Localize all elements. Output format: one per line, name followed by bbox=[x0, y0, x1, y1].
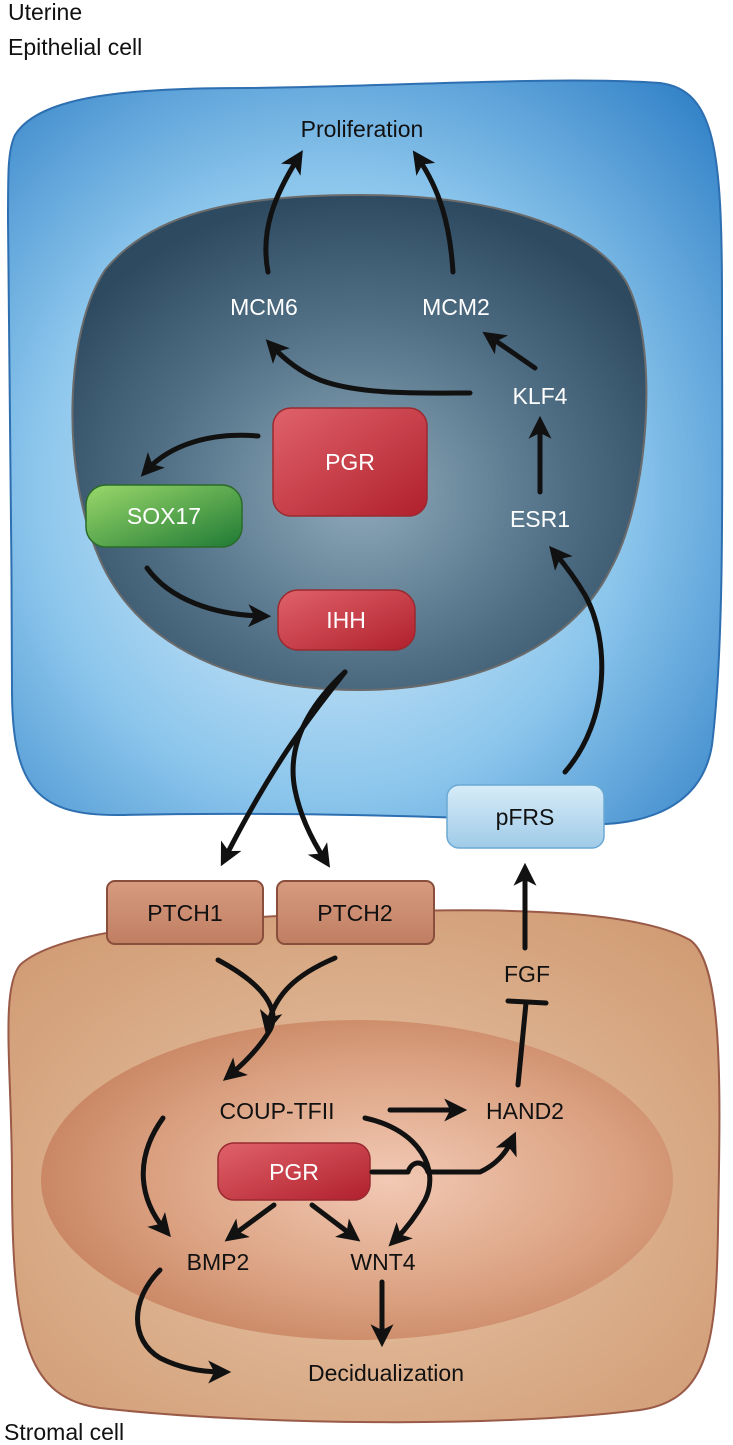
arrow-pfrs-esr1 bbox=[549, 545, 605, 775]
label-esr1: ESR1 bbox=[510, 506, 570, 532]
label-ptch2: PTCH2 bbox=[317, 900, 392, 926]
label-pfrs: pFRS bbox=[496, 804, 555, 830]
arrow-sox17-ihh bbox=[144, 565, 272, 628]
epithelial-cell-title-line2: Epithelial cell bbox=[8, 34, 142, 60]
arrow-pgr-sox17 bbox=[140, 432, 261, 477]
inhibition-bar-fgf bbox=[505, 998, 549, 1006]
label-coup-tfii: COUP-TFII bbox=[220, 1098, 335, 1124]
ihh-box bbox=[277, 589, 416, 651]
arrow-couptfii-wnt4 bbox=[362, 1115, 433, 1247]
label-proliferation: Proliferation bbox=[301, 116, 424, 142]
arrow-bmp2-decidualization bbox=[135, 1267, 232, 1384]
label-sox17: SOX17 bbox=[127, 503, 201, 529]
arrow-mcm2-proliferation bbox=[412, 150, 456, 275]
arrow-mcm6-proliferation bbox=[263, 150, 303, 275]
label-ptch1: PTCH1 bbox=[147, 900, 222, 926]
ptch1-box bbox=[106, 880, 264, 945]
label-pgr-epithelial: PGR bbox=[325, 449, 375, 475]
inhibition-hand2-fgf bbox=[515, 1000, 529, 1088]
arrow-ptch2-couptfii bbox=[259, 955, 338, 1034]
arrow-pgr-bmp2 bbox=[224, 1202, 277, 1242]
ptch2-box bbox=[276, 880, 435, 945]
label-pgr-stromal: PGR bbox=[269, 1159, 319, 1185]
arrow-pgr-hand2 bbox=[369, 1131, 517, 1175]
label-mcm6: MCM6 bbox=[230, 294, 298, 320]
pfrs-box bbox=[446, 784, 605, 849]
epithelial-cell-title-line1: Uterine bbox=[8, 0, 82, 25]
arrow-klf4-mcm6 bbox=[265, 339, 473, 396]
arrow-pgr-wnt4 bbox=[309, 1202, 361, 1242]
label-decidualization: Decidualization bbox=[308, 1360, 464, 1386]
label-hand2: HAND2 bbox=[486, 1098, 564, 1124]
arrow-klf4-mcm2 bbox=[482, 331, 538, 371]
sox17-box bbox=[85, 484, 243, 548]
label-ihh: IHH bbox=[326, 607, 366, 633]
label-fgf: FGF bbox=[504, 961, 550, 987]
label-klf4: KLF4 bbox=[513, 383, 568, 409]
label-wnt4: WNT4 bbox=[350, 1249, 415, 1275]
label-mcm2: MCM2 bbox=[422, 294, 490, 320]
arrow-ihh-ptch2 bbox=[290, 669, 348, 868]
stromal-cell-title: Stromal cell bbox=[4, 1419, 124, 1445]
arrow-couptfii-bmp2 bbox=[140, 1115, 171, 1238]
pgr-box-epithelial bbox=[272, 407, 428, 517]
label-bmp2: BMP2 bbox=[187, 1249, 250, 1275]
